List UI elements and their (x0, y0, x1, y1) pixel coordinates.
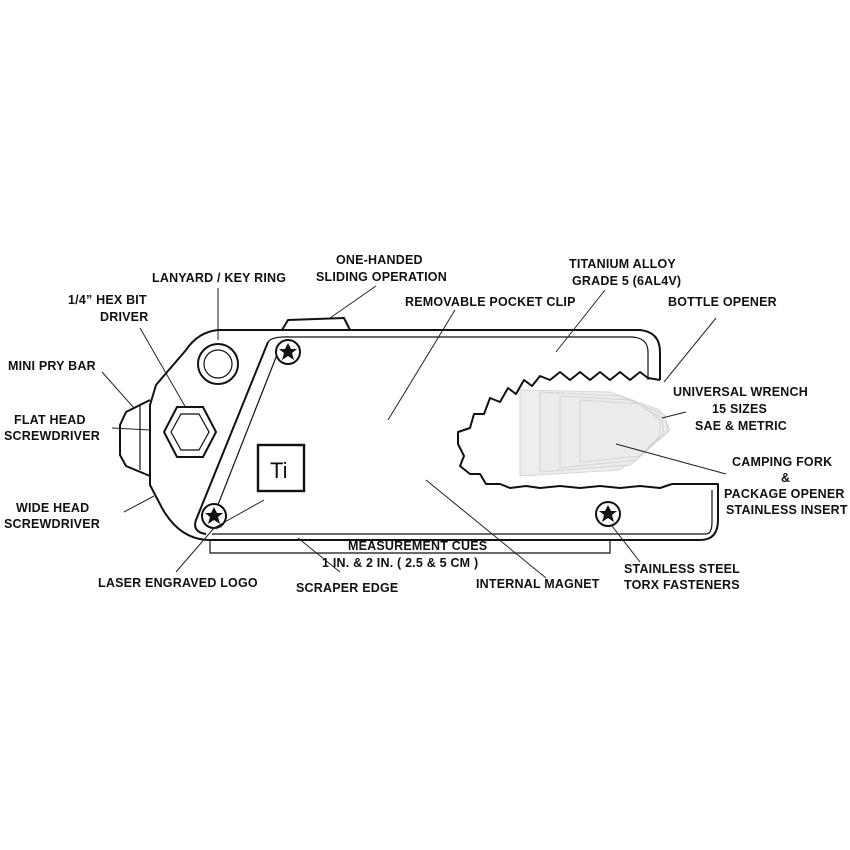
label-titanium-alloy: TITANIUM ALLOY GRADE 5 (6AL4V) (569, 257, 681, 288)
torx-screw-bottom-left (201, 503, 227, 529)
label-pocket-clip: REMOVABLE POCKET CLIP (405, 295, 576, 309)
wrench-jaw-outline (457, 371, 673, 489)
label-torx-fasteners: STAINLESS STEEL TORX FASTENERS (624, 562, 743, 592)
lanyard-hole (197, 343, 239, 385)
torx-screw-bottom-right (595, 501, 621, 527)
label-hex-bit: 1/4” HEX BIT DRIVER (68, 293, 151, 324)
labels: ONE-HANDED SLIDING OPERATION TITANIUM AL… (4, 253, 848, 595)
leader-lines (101, 285, 727, 579)
sliding-thumb-tab (281, 317, 351, 331)
hex-bit-driver (163, 406, 217, 458)
sliding-cover-edge-inner (211, 341, 283, 521)
label-wide-head: WIDE HEAD SCREWDRIVER (4, 501, 100, 531)
label-measurement-cues: MEASUREMENT CUES 1 IN. & 2 IN. ( 2.5 & 5… (322, 539, 491, 570)
torx-screw-top (275, 339, 301, 365)
ti-logo-text: Ti (270, 458, 288, 483)
label-one-handed: ONE-HANDED SLIDING OPERATION (316, 253, 447, 284)
ti-logo-box (256, 443, 306, 493)
flat-head-tip (119, 399, 151, 477)
sliding-cover-top (267, 336, 293, 343)
body-inner-bottom-rail (212, 490, 713, 535)
label-flat-head: FLAT HEAD SCREWDRIVER (4, 413, 100, 443)
label-camping-fork: CAMPING FORK & PACKAGE OPENER STAINLESS … (724, 455, 848, 517)
sliding-cover-edge (194, 341, 269, 535)
wrench-size-plates (519, 389, 671, 477)
measurement-cue-line (209, 540, 611, 554)
lanyard-hole-inner (203, 349, 233, 379)
multitool-body: Ti (119, 317, 719, 554)
hex-bit-driver-inner (170, 413, 210, 451)
label-scraper-edge: SCRAPER EDGE (296, 581, 398, 595)
label-laser-logo: LASER ENGRAVED LOGO (98, 576, 258, 590)
body-inner-rail (292, 336, 649, 380)
label-bottle-opener: BOTTLE OPENER (668, 295, 777, 309)
label-universal-wrench: UNIVERSAL WRENCH 15 SIZES SAE & METRIC (673, 385, 812, 433)
label-mini-pry-bar: MINI PRY BAR (8, 359, 96, 373)
tool-frame-outline (149, 329, 719, 541)
label-lanyard: LANYARD / KEY RING (152, 271, 286, 285)
label-internal-magnet: INTERNAL MAGNET (476, 577, 600, 591)
